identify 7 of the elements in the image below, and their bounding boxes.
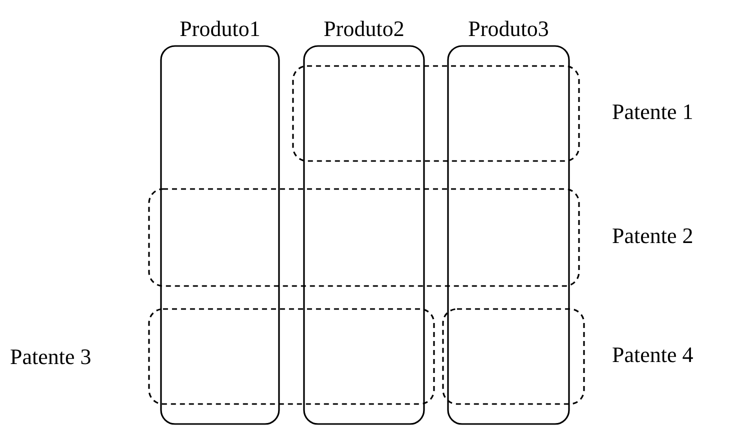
- column-label: Produto3: [467, 17, 550, 41]
- column-label: Produto1: [178, 17, 262, 41]
- region-label: Patente 3: [10, 344, 92, 368]
- region-label: Patente 4: [612, 342, 694, 366]
- column-label: Produto2: [322, 17, 406, 41]
- region-label: Patente 1: [612, 100, 694, 124]
- region-label: Patente 2: [612, 224, 694, 248]
